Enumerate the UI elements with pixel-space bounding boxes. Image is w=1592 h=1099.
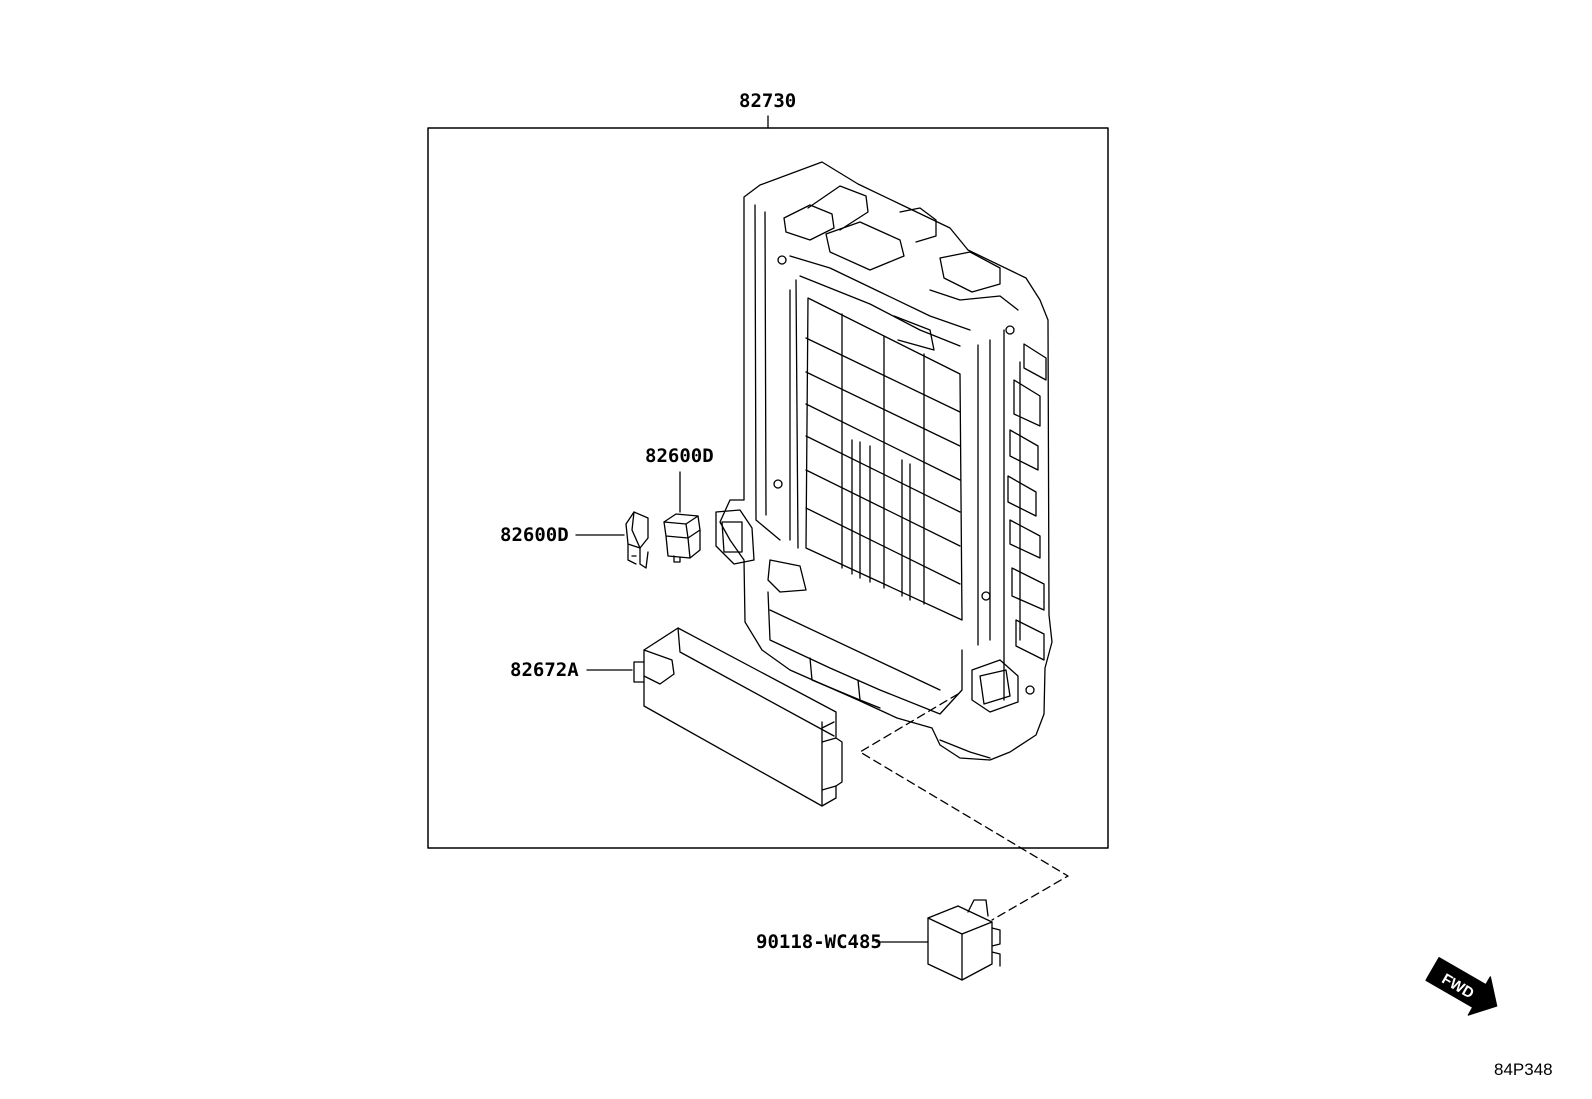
assembly-dashed-guide bbox=[859, 693, 1069, 921]
callout-90118-wc485: 90118-WC485 bbox=[756, 931, 882, 953]
drawing-code: 84P348 bbox=[1494, 1060, 1553, 1079]
cover-82672a bbox=[633, 627, 843, 807]
callout-82672a: 82672A bbox=[510, 659, 579, 681]
relay-82600d-mini bbox=[625, 511, 649, 569]
callout-82600d-upper: 82600D bbox=[645, 445, 714, 467]
relay-82600d-cube bbox=[663, 513, 701, 563]
relay-90118-wc485 bbox=[927, 899, 1001, 981]
assembly-boundary-box bbox=[427, 127, 1109, 849]
callout-82600d-left: 82600D bbox=[500, 524, 569, 546]
callout-82730: 82730 bbox=[739, 90, 797, 112]
junction-block-assembly bbox=[715, 161, 1053, 761]
fwd-arrow-icon bbox=[1425, 957, 1498, 1016]
